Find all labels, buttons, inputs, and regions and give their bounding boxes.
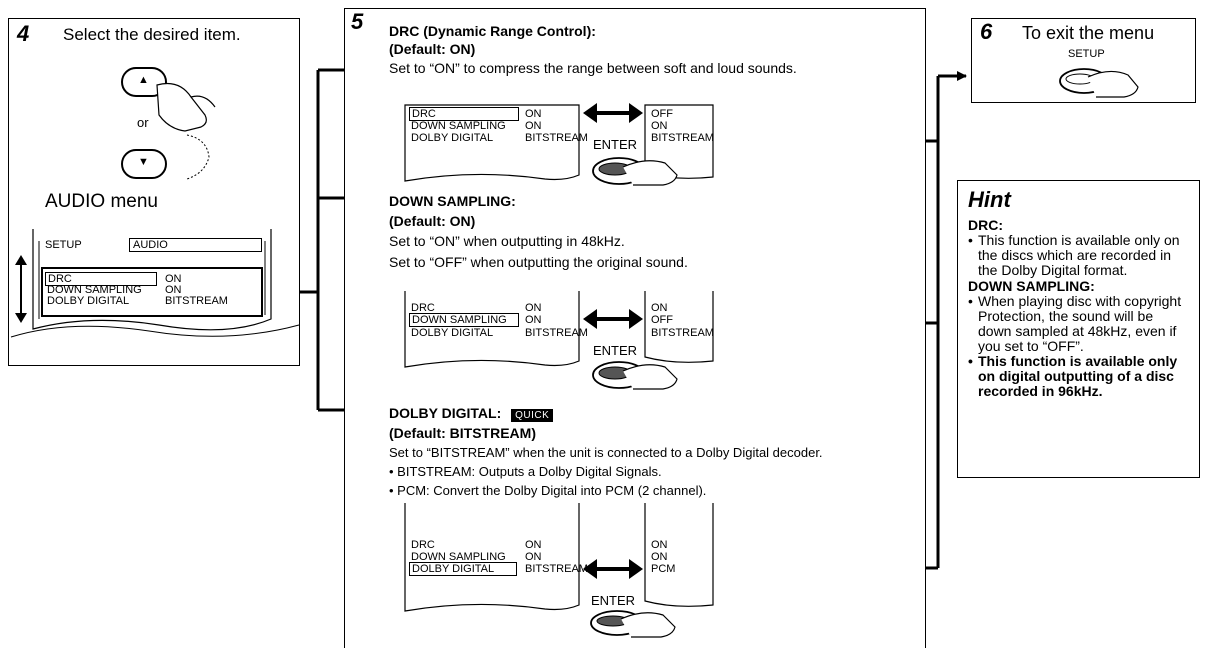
hint-down-item: When playing disc with copyright Protect… [968,294,1189,354]
hint-down-heading: DOWN SAMPLING: [968,278,1189,294]
step6-panel: 6 To exit the menu SETUP [971,18,1196,103]
hint-drc-heading: DRC: [968,217,1189,233]
hint-panel: Hint DRC: This function is available onl… [957,180,1200,478]
updown-arrow-icon [9,19,301,367]
step4-panel: 4 Select the desired item. ▲ or ▼ AUDIO … [8,18,300,366]
setup-button-icon[interactable] [972,19,1197,104]
step5-panel: 5 DRC (Dynamic Range Control): (Default:… [344,8,926,648]
hint-down-list: When playing disc with copyright Protect… [968,294,1189,399]
hint-drc-list: This function is available only on the d… [968,233,1189,278]
hint-drc-item: This function is available only on the d… [968,233,1189,278]
hint-title: Hint [968,187,1189,213]
enter-button-icon[interactable] [345,9,927,649]
hint-down-item-bold: This function is available only on digit… [968,354,1189,399]
